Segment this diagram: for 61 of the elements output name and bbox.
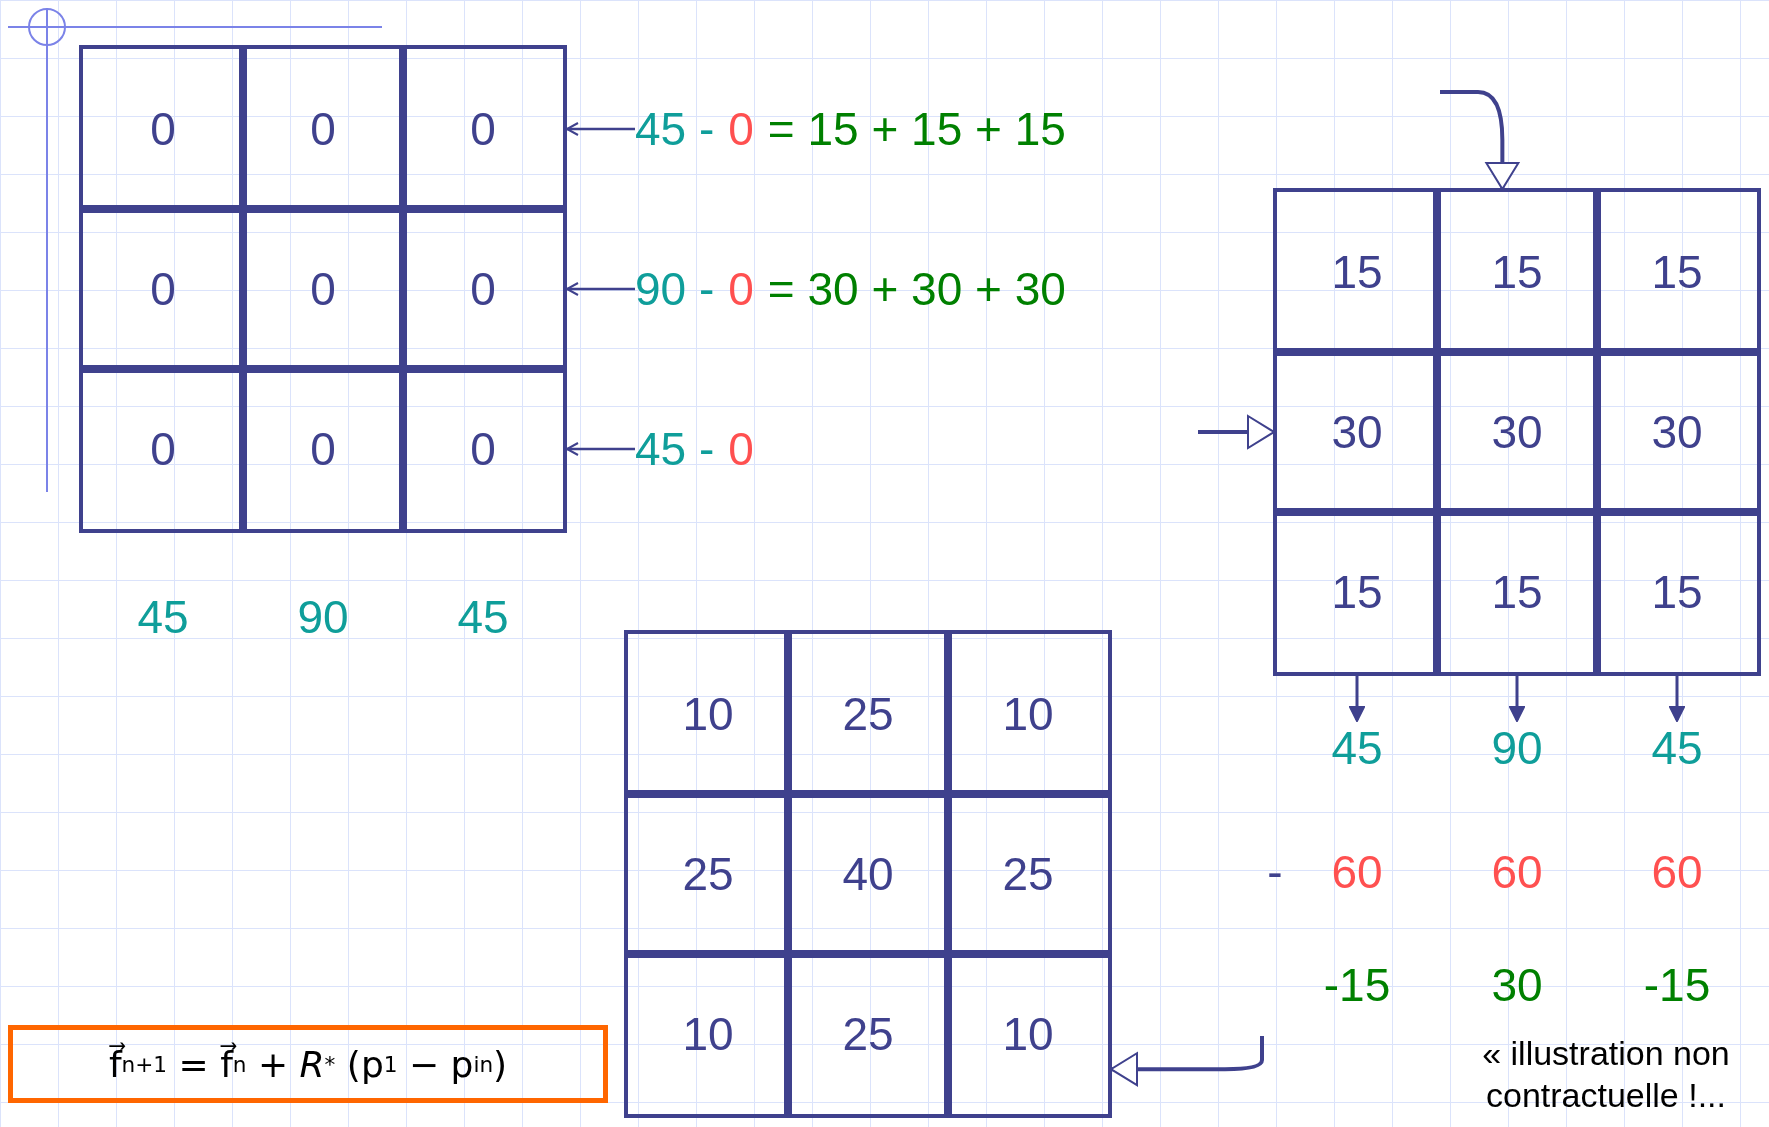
- grid-cell: [1433, 348, 1601, 516]
- cell-value: 25: [842, 687, 894, 741]
- value-label: 60: [1490, 845, 1544, 900]
- arrow: [1198, 415, 1275, 449]
- cell-value: 0: [470, 102, 496, 156]
- value-label: 60: [1650, 845, 1704, 900]
- column-sum: 45: [1627, 720, 1727, 776]
- previous-sum-term: 0: [728, 422, 754, 476]
- cell-value: 0: [310, 262, 336, 316]
- value-label: 60: [1330, 845, 1384, 900]
- cell-value: 25: [682, 847, 734, 901]
- value-label: -15: [1322, 958, 1392, 1013]
- cell-value: 40: [842, 847, 894, 901]
- previous-sum-term: 0: [728, 102, 754, 156]
- cell-value: 0: [150, 102, 176, 156]
- cell-value: 0: [470, 262, 496, 316]
- arrow: [1669, 676, 1685, 722]
- split-term: = 15 + 15 + 15: [767, 102, 1066, 156]
- projection-term: 90 -: [635, 262, 715, 316]
- cell-value: 30: [1651, 405, 1703, 459]
- cell-value: 10: [1002, 1007, 1054, 1061]
- projection-term: 45 -: [635, 422, 715, 476]
- cell-value: 15: [1491, 245, 1543, 299]
- cell-value: 0: [470, 422, 496, 476]
- minus-sign: -: [1266, 845, 1284, 900]
- arrow: [1110, 1036, 1264, 1087]
- previous-sum-term: 0: [728, 262, 754, 316]
- arrow: [566, 122, 635, 136]
- cell-value: 10: [1002, 687, 1054, 741]
- arrow: [566, 282, 635, 296]
- cell-value: 0: [310, 422, 336, 476]
- cell-value: 15: [1491, 565, 1543, 619]
- column-sum: 45: [1307, 720, 1407, 776]
- cell-value: 15: [1331, 245, 1383, 299]
- value-label: 45: [456, 590, 510, 645]
- value-label: 45: [136, 590, 190, 645]
- cell-value: 0: [150, 422, 176, 476]
- cell-value: 25: [1002, 847, 1054, 901]
- split-term: = 30 + 30 + 30: [767, 262, 1066, 316]
- cell-value: 0: [150, 262, 176, 316]
- arrow: [566, 442, 635, 456]
- cell-value: 15: [1651, 245, 1703, 299]
- value-label: -15: [1642, 958, 1712, 1013]
- cell-value: 15: [1651, 565, 1703, 619]
- cell-value: 30: [1331, 405, 1383, 459]
- cell-value: 0: [310, 102, 336, 156]
- grid-cell: [784, 790, 952, 958]
- arrow: [1509, 676, 1525, 722]
- value-label: 90: [296, 590, 350, 645]
- value-label: 30: [1490, 958, 1544, 1013]
- cell-value: 10: [682, 1007, 734, 1061]
- projection-term: 45 -: [635, 102, 715, 156]
- arrow: [1349, 676, 1365, 722]
- cell-value: 15: [1331, 565, 1383, 619]
- grid-cell: [239, 205, 407, 373]
- cell-value: 30: [1491, 405, 1543, 459]
- column-sum: 90: [1467, 720, 1567, 776]
- note-text: « illustration non contractuelle !...: [1481, 1033, 1731, 1116]
- arrow: [1440, 90, 1520, 190]
- cell-value: 10: [682, 687, 734, 741]
- cell-value: 25: [842, 1007, 894, 1061]
